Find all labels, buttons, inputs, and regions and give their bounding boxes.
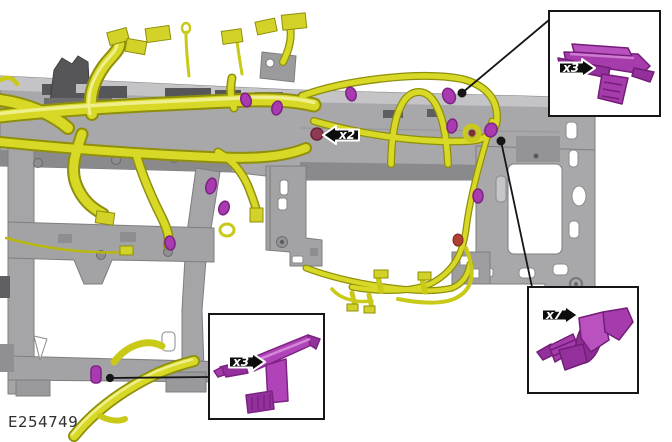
quantity-flag-x2: x2 — [322, 125, 360, 145]
display-opening-frame — [451, 121, 596, 297]
wiring-harness — [0, 12, 497, 436]
quantity-flag-x3-bottom: x3 — [228, 352, 266, 372]
harness-grommet-icon — [462, 123, 482, 143]
figure-id-label: E254749 — [8, 413, 79, 431]
callout-box-bottom-center: x3 — [208, 313, 325, 420]
arrow-right-icon — [541, 305, 579, 325]
leader-dot — [496, 136, 506, 146]
harness-clip-icon — [204, 177, 218, 195]
leader-lines — [105, 19, 550, 383]
harness-clip-icon — [217, 200, 231, 216]
arrow-left-icon — [322, 125, 360, 145]
harness-clip-icon — [441, 87, 457, 105]
quantity-flag-x3-top: x3 — [558, 58, 596, 78]
leader-dot — [457, 88, 467, 98]
quantity-label: x7 — [545, 308, 563, 322]
harness-clip-icon — [472, 188, 484, 204]
harness-clip-icon — [271, 100, 283, 116]
harness-clip-icon — [239, 92, 253, 108]
harness-clip-icon — [446, 118, 458, 134]
quantity-label: x2 — [338, 128, 356, 142]
push-pin-clip-icon — [536, 307, 634, 371]
center-bracket — [265, 165, 323, 267]
arrow-right-icon — [558, 58, 596, 78]
callout-box-bottom-right: x7 — [527, 286, 639, 394]
leader-line-top-right — [461, 19, 550, 94]
bracket-clip-icon — [90, 365, 102, 384]
harness-clip-icon — [484, 122, 498, 138]
harness-clip-icon — [345, 86, 357, 102]
leader-line-bottom-center — [109, 376, 209, 379]
leader-line-bottom-right — [500, 140, 533, 288]
bracket-clip-icon — [213, 334, 321, 414]
callout-box-top-right: x3 — [548, 10, 661, 117]
arrow-right-icon — [228, 352, 266, 372]
quantity-label: x3 — [562, 61, 580, 75]
quantity-flag-x7: x7 — [541, 305, 579, 325]
quantity-label: x3 — [232, 355, 250, 369]
leader-dot — [105, 373, 115, 383]
harness-clips — [90, 86, 498, 384]
harness-clip-icon — [164, 235, 176, 251]
